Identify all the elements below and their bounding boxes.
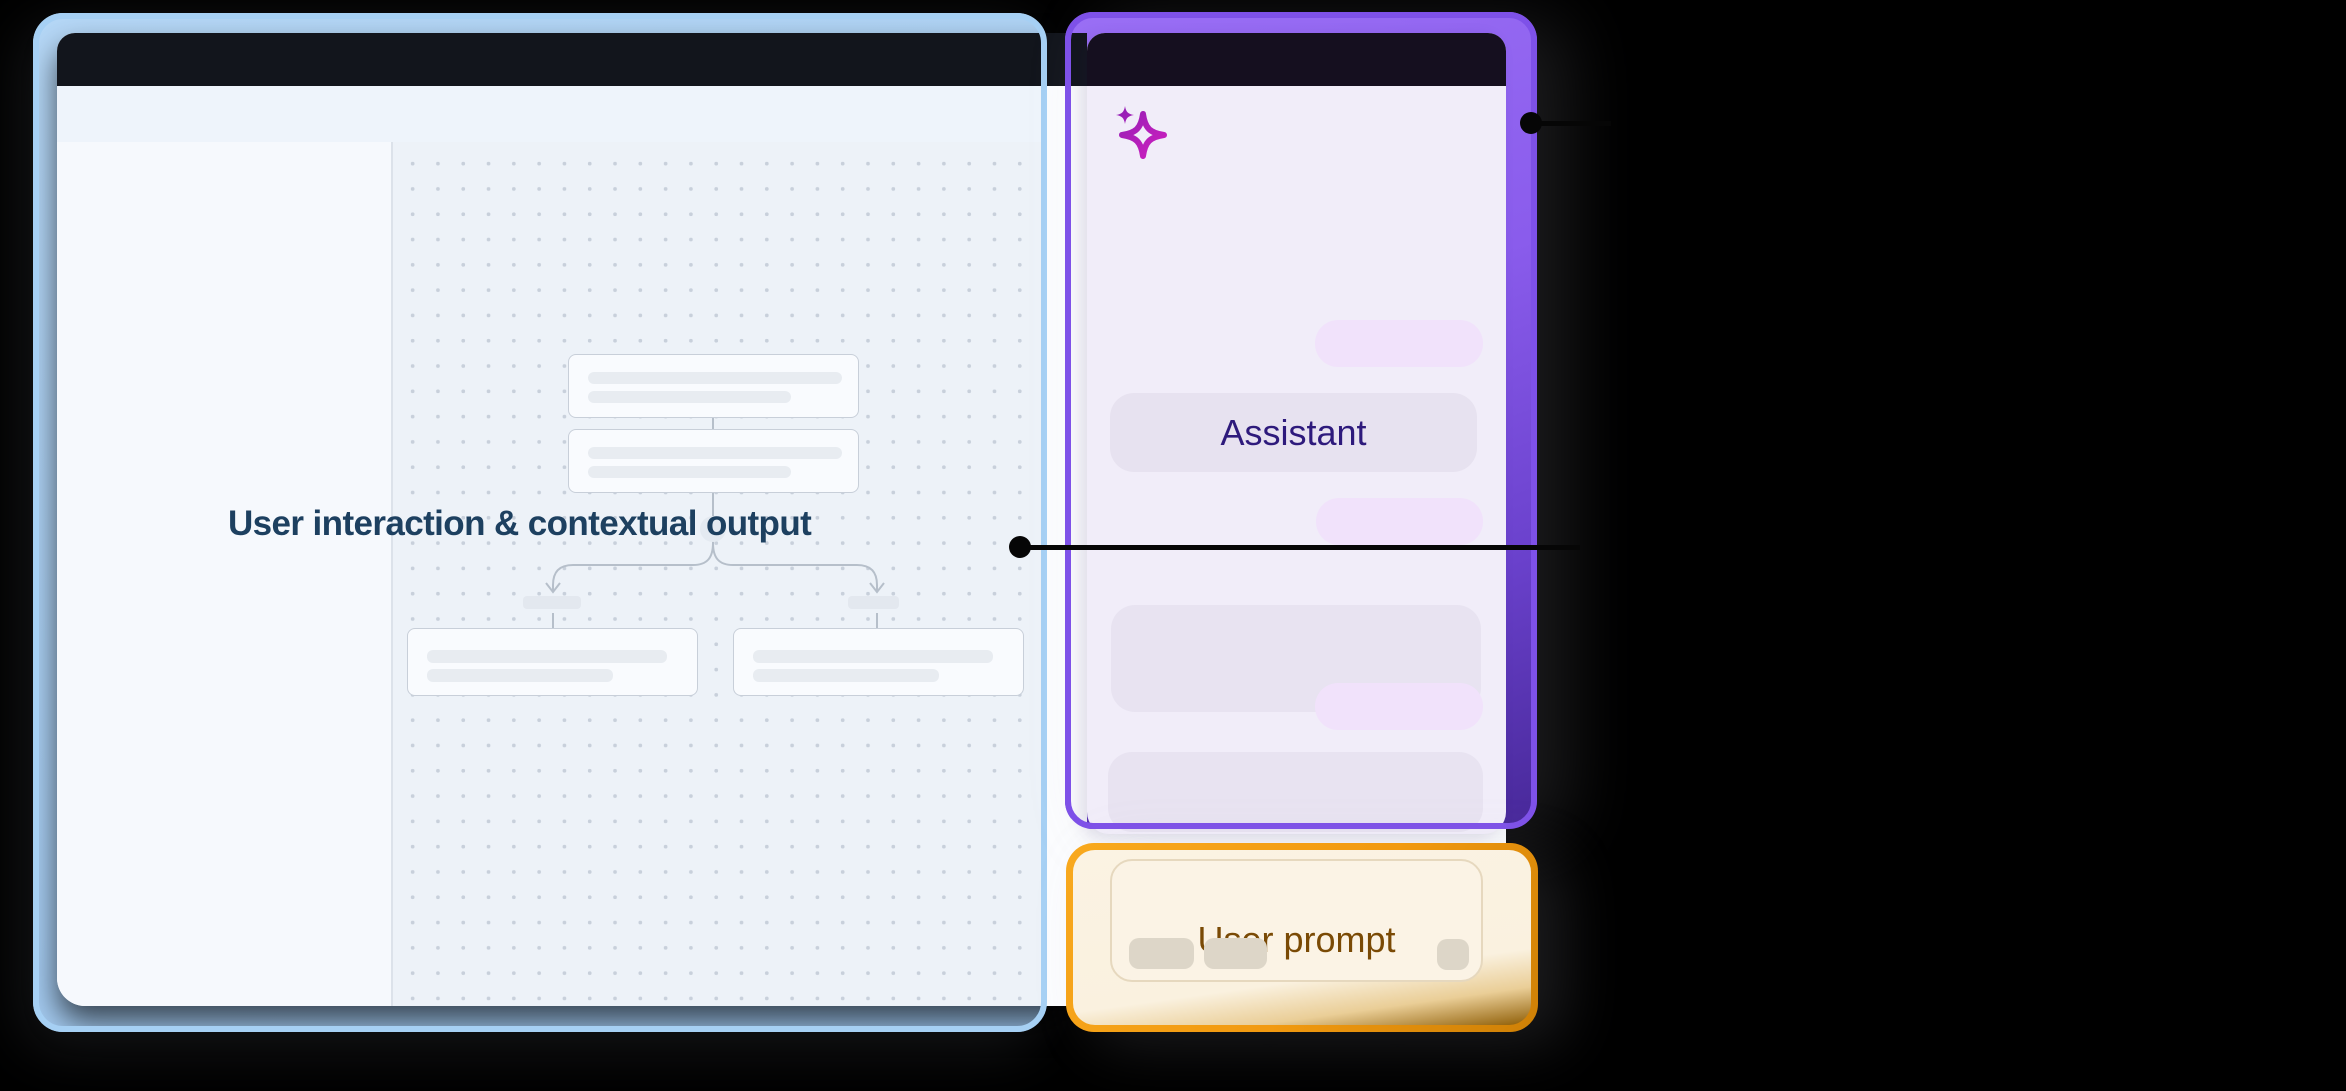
flow-box-bottom-right	[733, 628, 1024, 696]
placeholder-bar	[588, 466, 791, 478]
callout-line-assistant	[1531, 121, 1611, 126]
assistant-highlight-outline	[1065, 12, 1537, 829]
canvas-highlight-outline	[33, 13, 1047, 1032]
placeholder-bar	[753, 650, 993, 663]
sparkle-icon	[1116, 106, 1167, 159]
user-prompt-input[interactable]: User prompt	[1110, 859, 1483, 982]
user-bubble	[1315, 320, 1483, 367]
callout-line-canvas	[1020, 545, 1580, 550]
flow-box-second	[568, 429, 859, 493]
canvas-caption: User interaction & contextual output	[228, 504, 812, 543]
user-bubble	[1315, 683, 1483, 730]
prompt-chip[interactable]	[1204, 938, 1267, 969]
user-bubble	[1316, 498, 1483, 545]
window-toolbar	[57, 86, 1041, 142]
prompt-send-chip[interactable]	[1437, 939, 1469, 970]
window-sidebar	[57, 142, 393, 1006]
placeholder-bar	[427, 669, 613, 682]
assistant-title: Assistant	[1220, 411, 1367, 453]
placeholder-bar	[753, 669, 939, 682]
flow-box-bottom-left	[407, 628, 698, 696]
callout-dot-assistant	[1520, 112, 1542, 134]
placeholder-bar	[427, 650, 667, 663]
assistant-bubble	[1108, 752, 1483, 832]
placeholder-bar	[588, 372, 842, 384]
dot-grid-canvas	[393, 142, 1041, 1006]
placeholder-bar	[588, 391, 791, 403]
prompt-highlight-card: User prompt	[1066, 843, 1538, 1032]
flow-chip-right	[848, 596, 899, 609]
assistant-label-bubble: Assistant	[1110, 393, 1477, 472]
assistant-panel-titlebar	[1087, 33, 1506, 86]
assistant-panel: Assistant	[1087, 33, 1506, 834]
panel-gutter	[1071, 33, 1087, 834]
flow-connectors	[545, 418, 885, 628]
flow-chip-left	[523, 596, 581, 609]
placeholder-bar	[588, 447, 842, 459]
prompt-chip[interactable]	[1129, 938, 1194, 969]
callout-dot-canvas	[1009, 536, 1031, 558]
flow-box-top	[568, 354, 859, 418]
